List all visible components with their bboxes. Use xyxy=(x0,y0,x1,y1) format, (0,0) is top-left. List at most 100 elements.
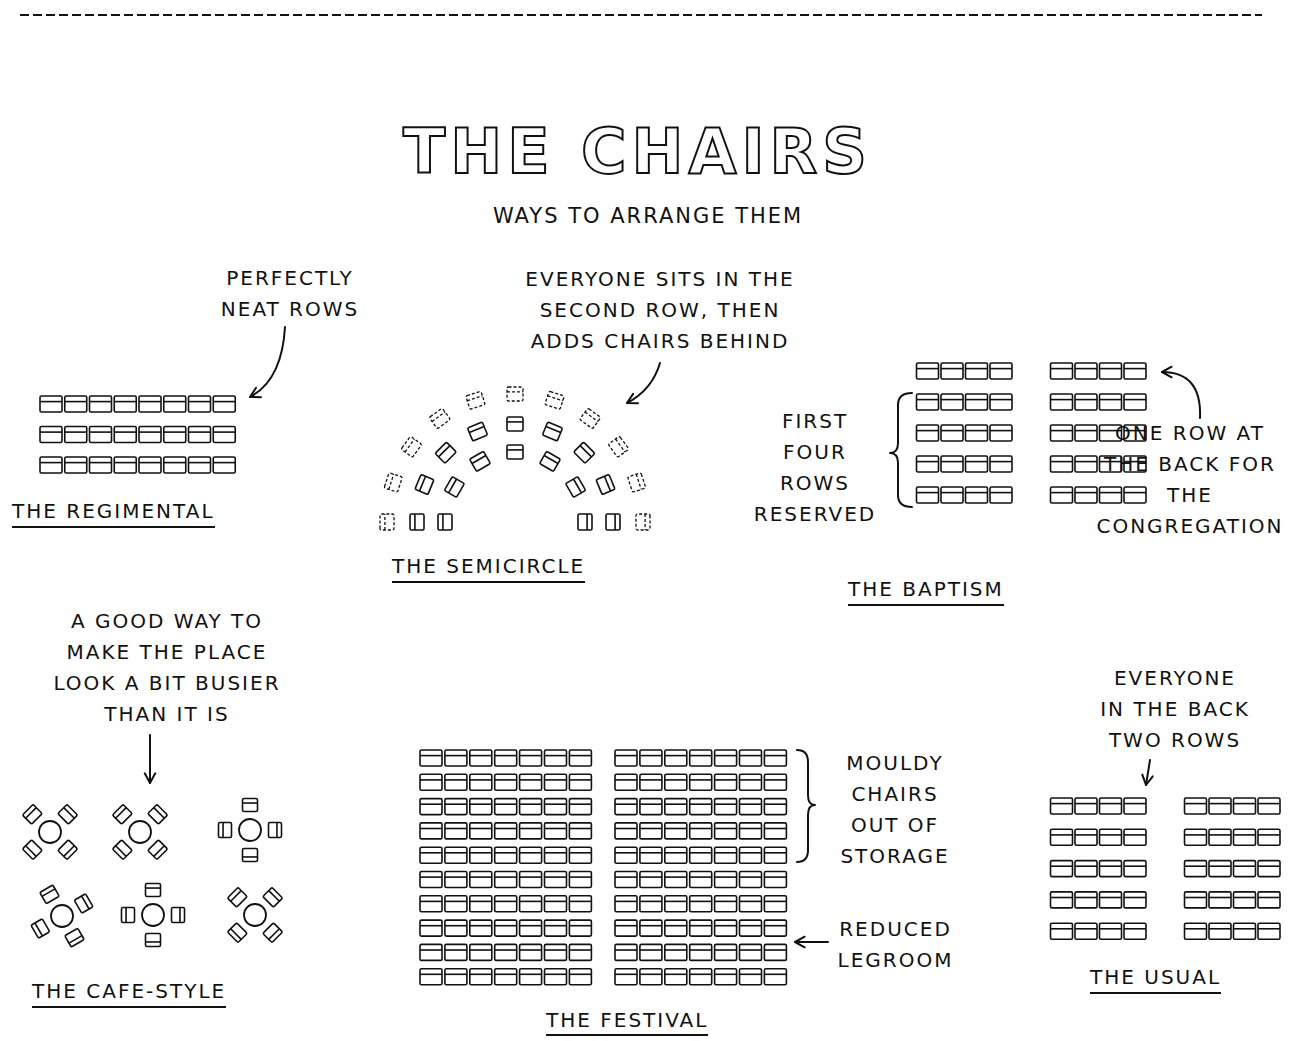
chair-back xyxy=(1100,368,1122,370)
chair-back xyxy=(615,779,637,781)
chair-seat xyxy=(172,908,185,923)
chair-symbol xyxy=(1258,923,1280,939)
chair-seat xyxy=(420,847,442,863)
chair-symbol xyxy=(640,872,662,888)
chair-back xyxy=(545,852,567,854)
chair-seat xyxy=(1209,892,1231,908)
chair-back xyxy=(1100,865,1122,867)
chair-back xyxy=(65,462,87,464)
chair-back xyxy=(966,399,988,401)
chair-symbol xyxy=(470,969,492,985)
callout-note: A GOOD WAY TO MAKE THE PLACE LOOK A BIT … xyxy=(42,606,292,730)
chair-symbol xyxy=(227,923,247,943)
chair-seat xyxy=(569,799,591,815)
chair-symbol xyxy=(665,872,687,888)
chair-seat xyxy=(764,944,786,960)
chair-symbol xyxy=(520,847,542,863)
chair-back xyxy=(966,492,988,494)
chair-back xyxy=(470,973,492,975)
chair-seat xyxy=(569,920,591,936)
chair-back xyxy=(764,852,786,854)
chair-seat xyxy=(545,896,567,912)
chair-seat xyxy=(148,804,168,824)
chair-back xyxy=(990,461,1012,463)
chair-symbol xyxy=(1075,456,1097,472)
chair-symbol xyxy=(1185,892,1207,908)
chair-seat xyxy=(1075,923,1097,939)
chair-symbol xyxy=(1051,861,1073,877)
arrow-head xyxy=(795,937,805,948)
chair-symbol xyxy=(917,425,939,441)
chair-seat xyxy=(520,750,542,766)
chair-symbol xyxy=(122,908,135,923)
chair-symbol xyxy=(1124,829,1146,845)
chair-symbol xyxy=(966,363,988,379)
chair-back xyxy=(569,803,591,805)
chair-symbol xyxy=(243,849,258,862)
chair-back xyxy=(941,368,963,370)
chair-symbol xyxy=(917,456,939,472)
chair-seat xyxy=(569,823,591,839)
chair-back xyxy=(917,492,939,494)
chair-back xyxy=(665,876,687,878)
chair-seat xyxy=(740,896,762,912)
chair-symbol xyxy=(628,473,646,493)
chair-symbol xyxy=(1258,861,1280,877)
callout-note: REDUCED LEGROOM xyxy=(833,914,958,976)
chair-symbol xyxy=(90,427,112,443)
chair-back xyxy=(1051,803,1073,805)
chair-seat xyxy=(545,823,567,839)
chair-back xyxy=(1051,492,1073,494)
chair-seat xyxy=(1100,363,1122,379)
chair-seat xyxy=(917,394,939,410)
chair-back xyxy=(146,887,161,889)
chair-back xyxy=(125,908,127,923)
chair-back xyxy=(640,852,662,854)
chair-symbol xyxy=(40,885,59,904)
chair-seat xyxy=(470,944,492,960)
chair-symbol xyxy=(1124,923,1146,939)
chair-back xyxy=(470,755,492,757)
chair-symbol xyxy=(470,451,491,471)
chair-back xyxy=(470,925,492,927)
chair-symbol xyxy=(164,457,186,473)
chair-seat xyxy=(1234,829,1256,845)
chair-symbol xyxy=(420,920,442,936)
chair-seat xyxy=(65,396,87,412)
chair-seat xyxy=(715,799,737,815)
chair-back xyxy=(470,949,492,951)
chair-seat xyxy=(1075,798,1097,814)
chair-symbol xyxy=(148,804,168,824)
leader-line xyxy=(149,735,151,783)
chair-symbol xyxy=(740,799,762,815)
chair-symbol xyxy=(615,872,637,888)
chair-back xyxy=(764,779,786,781)
chair-symbol xyxy=(420,872,442,888)
chair-seat xyxy=(690,920,712,936)
chair-back xyxy=(640,803,662,805)
chair-seat xyxy=(401,436,422,457)
chair-seat xyxy=(420,823,442,839)
chair-back xyxy=(545,949,567,951)
chair-seat xyxy=(640,823,662,839)
chair-symbol xyxy=(470,823,492,839)
chair-seat xyxy=(917,487,939,503)
chair-symbol xyxy=(545,823,567,839)
cafe-table xyxy=(239,819,261,841)
chair-seat xyxy=(917,425,939,441)
chair-symbol xyxy=(1075,363,1097,379)
chair-symbol xyxy=(665,823,687,839)
chair-back xyxy=(495,876,517,878)
chair-symbol xyxy=(740,944,762,960)
chair-symbol xyxy=(1258,892,1280,908)
chair-back xyxy=(740,828,762,830)
chair-seat xyxy=(574,442,595,463)
chair-symbol xyxy=(545,920,567,936)
chair-back xyxy=(1124,368,1146,370)
chair-seat xyxy=(384,473,402,493)
chair-symbol xyxy=(941,487,963,503)
chair-back xyxy=(665,828,687,830)
chair-back xyxy=(495,779,517,781)
chair-back xyxy=(640,949,662,951)
chair-back xyxy=(495,901,517,903)
